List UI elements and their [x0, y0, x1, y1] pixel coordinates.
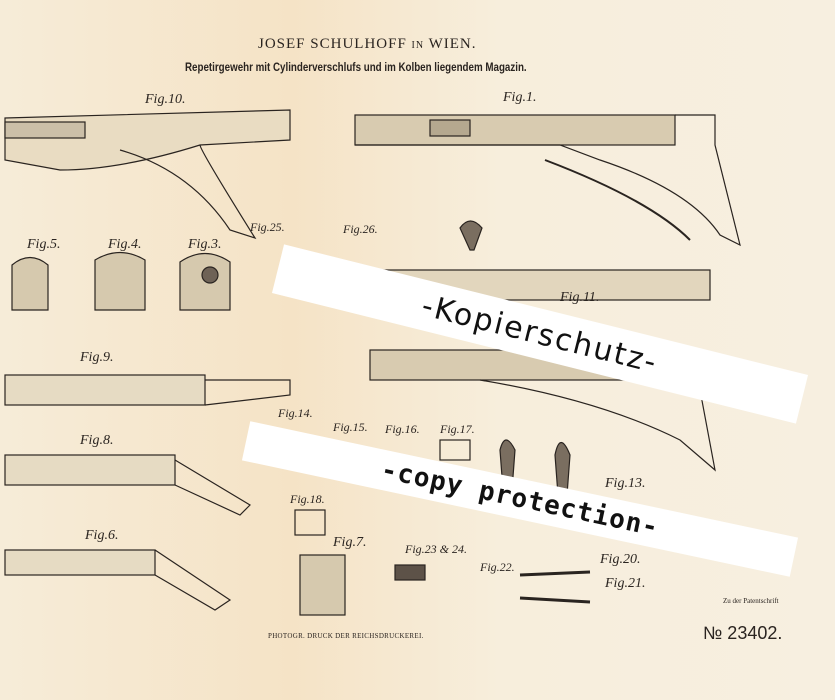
fig-label: Fig.6.: [85, 528, 119, 543]
fig-label: Fig.25.: [250, 220, 285, 234]
inventor-city: WIEN.: [428, 36, 477, 52]
patent-title: Repetirgewehr mit Cylinderverschlufs und…: [185, 62, 527, 74]
fig-label: Fig.18.: [290, 492, 325, 506]
fig-label: Fig.7.: [333, 535, 367, 550]
inventor-in: IN: [411, 40, 425, 51]
fig-label: Fig.23 & 24.: [405, 542, 467, 556]
printer-credit: PHOTOGR. DRUCK DER REICHSDRUCKEREI.: [268, 632, 424, 640]
patent-reference: Zu der Patentschrift: [723, 597, 779, 605]
fig-label: Fig.21.: [605, 576, 646, 591]
fig-label: Fig.17.: [440, 422, 475, 436]
fig-label: Fig.1.: [503, 90, 537, 105]
fig-label: Fig.9.: [80, 350, 114, 365]
fig-label: Fig.22.: [480, 560, 515, 574]
fig-label: Fig.14.: [278, 406, 313, 420]
fig-label: Fig.5.: [27, 237, 61, 252]
fig9-fig8-fig6: [4, 374, 291, 611]
rifle-fig1: [354, 114, 741, 247]
patent-number: № 23402.: [703, 623, 783, 643]
fig-label: Fig.3.: [188, 237, 222, 252]
fig-label: Fig.10.: [145, 92, 186, 107]
fig-label: Fig.8.: [80, 433, 114, 448]
fig-label: Fig.11.: [560, 290, 600, 305]
fig-label: Fig.26.: [343, 222, 378, 236]
rifle-fig10: [4, 109, 291, 240]
fig-label: Fig.16.: [385, 422, 420, 436]
fig-label: Fig.4.: [108, 237, 142, 252]
small-parts: [294, 439, 591, 616]
fig-label: Fig.15.: [333, 420, 368, 434]
fig-label: Fig.20.: [600, 552, 641, 567]
fig-label: Fig.13.: [605, 476, 646, 491]
inventor-line: JOSEF SCHULHOFF IN WIEN.: [258, 36, 477, 53]
cross-sections: [11, 251, 231, 311]
inventor-name: JOSEF SCHULHOFF: [258, 36, 407, 52]
